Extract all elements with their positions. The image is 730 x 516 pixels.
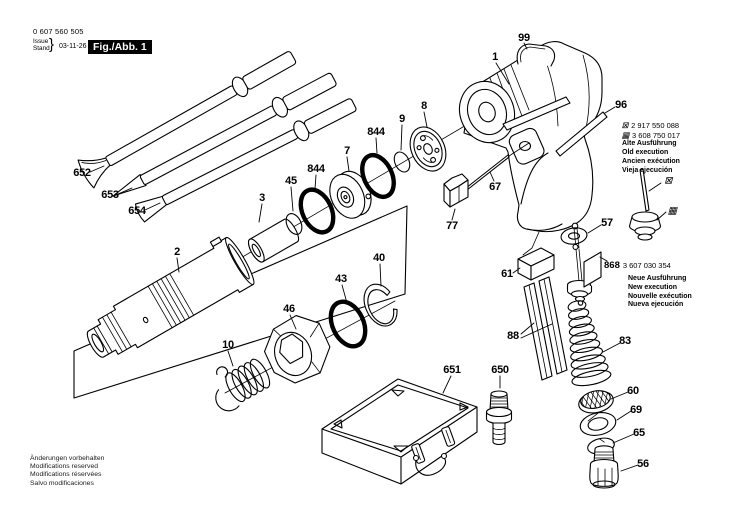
- leader-lines: [89, 42, 667, 472]
- callout-7: 7: [344, 145, 350, 157]
- brace-glyph: }: [49, 36, 55, 53]
- part-washer-69: [579, 412, 617, 436]
- part-block-61: [517, 247, 555, 281]
- callout-65: 65: [633, 427, 645, 439]
- issue-date: 03-11-26: [59, 43, 87, 50]
- callout-10: 10: [222, 339, 234, 351]
- callout-45: 45: [285, 175, 297, 187]
- part-oring-844-front: [298, 187, 336, 235]
- part-spring-10: [215, 358, 271, 412]
- part-chisel-653: [112, 72, 337, 197]
- callout-8: 8: [421, 100, 427, 112]
- callout-2: 2: [174, 246, 180, 258]
- callout-88: 88: [507, 330, 519, 342]
- replacement-part-icon: ▦: [620, 129, 632, 140]
- issue-stand-label: Issue Stand: [33, 38, 50, 52]
- part-pin-67: [465, 142, 530, 191]
- callout-99: 99: [518, 32, 530, 44]
- part-oring-43: [328, 299, 368, 349]
- callout-40: 40: [373, 252, 385, 264]
- part-chisel-652: [77, 51, 297, 189]
- callout-1: 1: [492, 51, 498, 63]
- callout-844-front: 844: [307, 163, 325, 175]
- part-chisel-654: [134, 98, 357, 223]
- document-number: 0 607 560 505: [33, 27, 84, 36]
- superseded-part-row: ⊠2 917 550 088: [621, 120, 680, 131]
- replacement-part-row: ▦3 608 750 017: [620, 129, 680, 141]
- callout-96: 96: [615, 99, 627, 111]
- part-housing-1: [458, 41, 603, 256]
- new-part-number: 3 607 030 354: [622, 261, 671, 270]
- callout-57: 57: [601, 217, 613, 229]
- part-oring-844-rear: [360, 153, 396, 199]
- part-plates-88: [523, 276, 568, 381]
- part-barrel-2: [86, 236, 255, 358]
- part-oring-45: [285, 213, 303, 235]
- callout-654: 654: [128, 205, 146, 217]
- callout-46: 46: [283, 303, 295, 315]
- superseded-part-number: 2 917 550 088: [631, 121, 680, 130]
- callout-43: 43: [335, 273, 347, 285]
- part-valve-plate-8: [409, 126, 447, 172]
- part-clip-99: [516, 43, 556, 67]
- figure-label: Fig./Abb. 1: [88, 40, 152, 54]
- part-washer-57: [560, 222, 588, 249]
- callout-77: 77: [446, 220, 458, 232]
- callout-653: 653: [101, 189, 119, 201]
- callout-650: 650: [491, 364, 509, 376]
- part-piston-3: [247, 218, 300, 263]
- callout-69: 69: [630, 404, 642, 416]
- old-execution-block: ⊠2 917 550 088 ▦3 608 750 017 Alte Ausfü…: [620, 120, 680, 174]
- callout-67: 67: [489, 181, 501, 193]
- part-nipple-650: [485, 390, 513, 446]
- callout-868: 868: [604, 260, 620, 271]
- callout-651: 651: [443, 364, 461, 376]
- part-case-651: [321, 378, 478, 485]
- replacement-part-number: 3 608 750 017: [632, 130, 680, 140]
- part-spring-83: [567, 300, 612, 387]
- callout-9: 9: [399, 113, 405, 125]
- part-valve-disc-7: [329, 170, 372, 219]
- part-trigger-77: [443, 173, 469, 208]
- assembly-frame: [73, 205, 408, 399]
- callout-652: 652: [73, 167, 91, 179]
- part-ring-9: [393, 151, 411, 173]
- part-panel-868: [583, 251, 602, 288]
- callout-56: 56: [637, 458, 649, 470]
- old-version-stem-figure: [628, 168, 662, 241]
- callout-3: 3: [259, 192, 265, 204]
- modifications-notice: Änderungen vorbehalten Modifications res…: [30, 455, 105, 487]
- callout-60: 60: [627, 385, 639, 397]
- callout-83: 83: [619, 335, 631, 347]
- part-snapring-40: [363, 283, 398, 327]
- part-strainer-60: [578, 388, 614, 414]
- part-strip-96: [555, 111, 608, 157]
- part-inlet-fitting-56: [589, 445, 619, 489]
- callout-61: 61: [501, 268, 513, 280]
- part-nut-46: [263, 315, 331, 384]
- callout-844-rear: 844: [367, 126, 385, 138]
